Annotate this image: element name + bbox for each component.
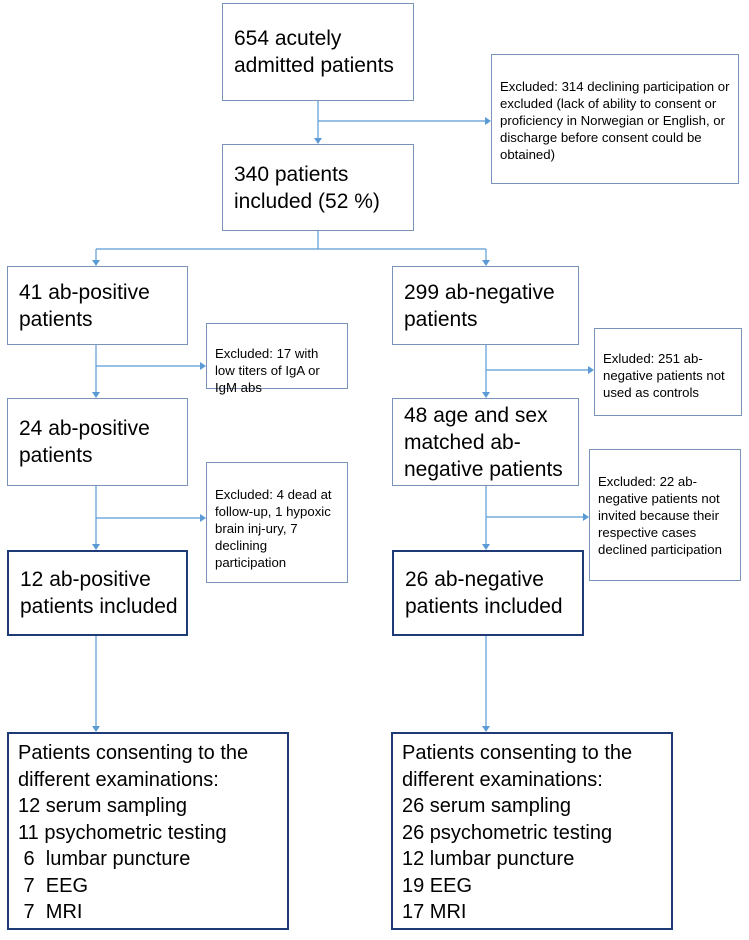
arrowhead xyxy=(92,392,100,398)
final-left-item: 12 serum sampling xyxy=(18,795,187,817)
box-admitted: 654 acutely admitted patients xyxy=(222,3,414,101)
final-right-item: 19 EEG xyxy=(402,874,473,897)
final-left-heading-2: different examinations: xyxy=(18,768,219,791)
box-included: 340 patients included (52 %) xyxy=(222,144,414,231)
final-left-heading-1: Patients consenting to the xyxy=(18,742,249,764)
arrowhead xyxy=(92,726,100,732)
arrowhead xyxy=(314,138,322,144)
final-right-item: 26 serum sampling xyxy=(402,795,571,817)
final-left-item: 7 MRI xyxy=(18,901,83,923)
box-pos-41-text: 41 ab-positive patients xyxy=(19,280,150,331)
final-right-heading-2: different examinations: xyxy=(402,768,603,791)
final-left-item: 7 EEG xyxy=(18,874,89,897)
box-excl-neg-251: Exluded: 251 ab-negative patients not us… xyxy=(594,328,742,416)
final-right-heading-1: Patients consenting to the xyxy=(402,742,633,764)
box-neg-26: 26 ab-negative patients included xyxy=(392,550,584,636)
box-admitted-text: 654 acutely admitted patients xyxy=(234,27,394,77)
box-excluded-top: Excluded: 314 declining participation or… xyxy=(491,54,739,184)
box-excl-neg-251-text: Exluded: 251 ab-negative patients not us… xyxy=(603,351,725,400)
box-pos-24-text: 24 ab-positive patients xyxy=(19,417,150,467)
arrowhead xyxy=(588,366,594,374)
box-pos-41: 41 ab-positive patients xyxy=(7,266,188,345)
arrowhead xyxy=(482,260,490,266)
arrowhead xyxy=(482,392,490,398)
final-left-item: 11 psychometric testing xyxy=(18,821,227,844)
box-excluded-top-text: Excluded: 314 declining participation or… xyxy=(500,79,730,162)
arrowhead xyxy=(92,544,100,550)
box-neg-26-text: 26 ab-negative patients included xyxy=(405,568,563,618)
arrowhead xyxy=(200,362,206,370)
final-left-item: 6 lumbar puncture xyxy=(18,848,191,870)
box-excl-pos-17: Excluded: 17 with low titers of IgA or I… xyxy=(206,323,348,395)
arrowhead xyxy=(200,514,206,522)
box-neg-299-text: 299 ab-negative patients xyxy=(404,280,555,331)
arrowhead xyxy=(92,260,100,266)
box-neg-48: 48 age and sex matched ab- negative pati… xyxy=(392,398,579,486)
arrowhead xyxy=(482,544,490,550)
box-final-right: Patients consenting to the different exa… xyxy=(391,732,673,930)
arrowhead xyxy=(482,726,490,732)
arrowhead xyxy=(485,117,491,125)
box-pos-24: 24 ab-positive patients xyxy=(7,398,188,486)
box-excl-pos-4-text: Excluded: 4 dead at follow-up, 1 hypoxic… xyxy=(215,487,332,570)
final-right-item: 17 MRI xyxy=(402,901,467,923)
box-pos-12: 12 ab-positive patients included xyxy=(7,550,188,636)
arrowhead xyxy=(583,513,589,521)
final-right-item: 12 lumbar puncture xyxy=(402,848,575,870)
box-excl-pos-17-text: Excluded: 17 with low titers of IgA or I… xyxy=(215,346,320,395)
box-included-text: 340 patients included (52 %) xyxy=(234,162,380,213)
box-pos-12-text: 12 ab-positive patients included xyxy=(20,568,178,618)
box-final-left: Patients consenting to the different exa… xyxy=(7,732,289,930)
box-excl-neg-22-text: Excluded: 22 ab-negative patients not in… xyxy=(598,474,722,557)
box-excl-neg-22: Excluded: 22 ab-negative patients not in… xyxy=(589,449,741,581)
box-neg-299: 299 ab-negative patients xyxy=(392,266,579,345)
box-excl-pos-4: Excluded: 4 dead at follow-up, 1 hypoxic… xyxy=(206,462,348,583)
box-neg-48-text: 48 age and sex matched ab- negative pati… xyxy=(404,403,563,481)
final-right-item: 26 psychometric testing xyxy=(402,821,613,844)
